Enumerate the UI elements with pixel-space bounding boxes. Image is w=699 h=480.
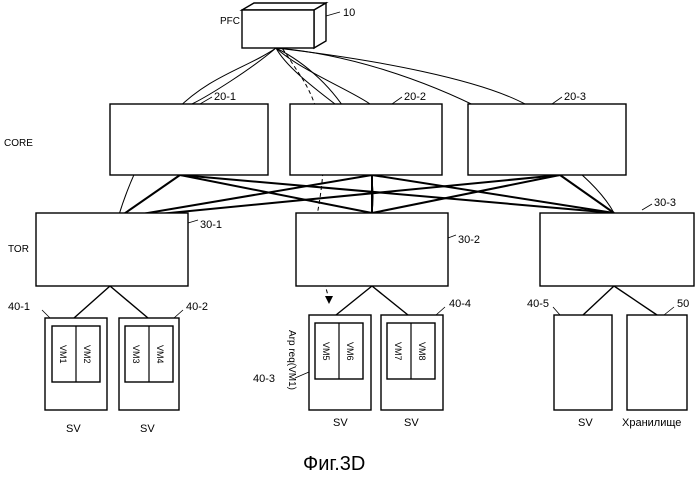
tor-layer-label: TOR bbox=[8, 244, 29, 255]
core-ref-20-2: 20-2 bbox=[404, 91, 426, 103]
storage-label: Хранилище bbox=[622, 417, 681, 429]
server-40-1: VM1 VM2 40-1 SV bbox=[8, 301, 107, 435]
pfc-label: PFC bbox=[220, 16, 240, 27]
server-label-40-5: SV bbox=[578, 417, 593, 429]
tor-ref-30-3: 30-3 bbox=[654, 197, 676, 209]
vm6-label: VM6 bbox=[345, 342, 355, 361]
server-label-40-3: SV bbox=[333, 417, 348, 429]
pfc-controller: PFC 10 bbox=[220, 3, 355, 48]
vm2-label: VM2 bbox=[82, 345, 92, 364]
vm7-label: VM7 bbox=[393, 342, 403, 361]
pfc-ref: 10 bbox=[343, 7, 355, 19]
server-40-4: VM7 VM8 40-4 SV bbox=[381, 298, 471, 429]
storage-ref: 50 bbox=[677, 298, 689, 310]
server-ref-40-4: 40-4 bbox=[449, 298, 471, 310]
arp-request-label: Arp req(VM1) bbox=[286, 330, 297, 390]
server-40-2: VM3 VM4 40-2 SV bbox=[119, 301, 208, 435]
vm8-label: VM8 bbox=[417, 342, 427, 361]
control-line-core-3 bbox=[276, 48, 525, 104]
core-ref-20-3: 20-3 bbox=[564, 91, 586, 103]
server-label-40-4: SV bbox=[404, 417, 419, 429]
tor-ref-30-1: 30-1 bbox=[200, 219, 222, 231]
server-40-3: VM5 VM6 40-3 SV bbox=[253, 315, 371, 429]
vm1-label: VM1 bbox=[58, 345, 68, 364]
server-ref-40-5: 40-5 bbox=[527, 298, 549, 310]
vm4-label: VM4 bbox=[155, 345, 165, 364]
core-switch-20-3 bbox=[468, 104, 626, 175]
vm5-label: VM5 bbox=[321, 342, 331, 361]
tor-switch-30-2 bbox=[296, 213, 448, 286]
server-label-40-1: SV bbox=[66, 423, 81, 435]
core-layer-label: CORE bbox=[4, 138, 33, 149]
server-label-40-2: SV bbox=[140, 423, 155, 435]
core-switch-20-2 bbox=[290, 104, 442, 175]
server-40-5: 40-5 SV bbox=[527, 298, 612, 429]
core-tor-links bbox=[118, 175, 614, 218]
server-ref-40-3: 40-3 bbox=[253, 373, 275, 385]
core-switch-20-1 bbox=[110, 104, 268, 175]
storage-50: 50 Хранилище bbox=[622, 298, 689, 429]
tor-server-links bbox=[74, 286, 657, 318]
tor-switch-30-3 bbox=[540, 213, 694, 286]
core-ref-20-1: 20-1 bbox=[214, 91, 236, 103]
vm3-label: VM3 bbox=[131, 345, 141, 364]
tor-switch-30-1 bbox=[36, 213, 188, 286]
arp-arrowhead-bottom bbox=[325, 296, 333, 304]
server-ref-40-1: 40-1 bbox=[8, 301, 30, 313]
control-line-core-2 bbox=[276, 48, 335, 104]
server-ref-40-2: 40-2 bbox=[186, 301, 208, 313]
figure-caption: Фиг.3D bbox=[303, 453, 365, 475]
tor-ref-30-2: 30-2 bbox=[458, 234, 480, 246]
